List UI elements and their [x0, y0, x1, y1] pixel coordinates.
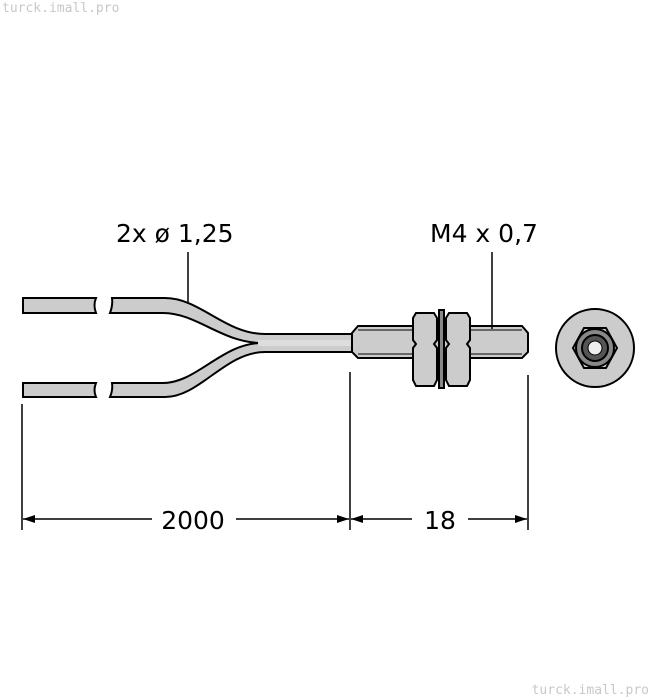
- watermark-top: turck.imall.pro: [2, 1, 120, 16]
- cable-length-dimension: 2000: [161, 506, 225, 535]
- washer: [438, 309, 445, 389]
- wire-top: [22, 297, 356, 344]
- cable-highlight: [258, 340, 355, 346]
- nut-left: [412, 312, 438, 387]
- thread-label: M4 x 0,7: [430, 219, 538, 248]
- sensor-length-dimension: 18: [424, 506, 456, 535]
- extension-lines: [21, 372, 529, 530]
- nut-right: [445, 312, 471, 387]
- watermark-bottom: turck.imall.pro: [531, 683, 649, 698]
- wire-bottom: [22, 342, 356, 398]
- wire-diameter-label: 2x ø 1,25: [116, 219, 234, 248]
- sensor-front-view: [555, 308, 635, 388]
